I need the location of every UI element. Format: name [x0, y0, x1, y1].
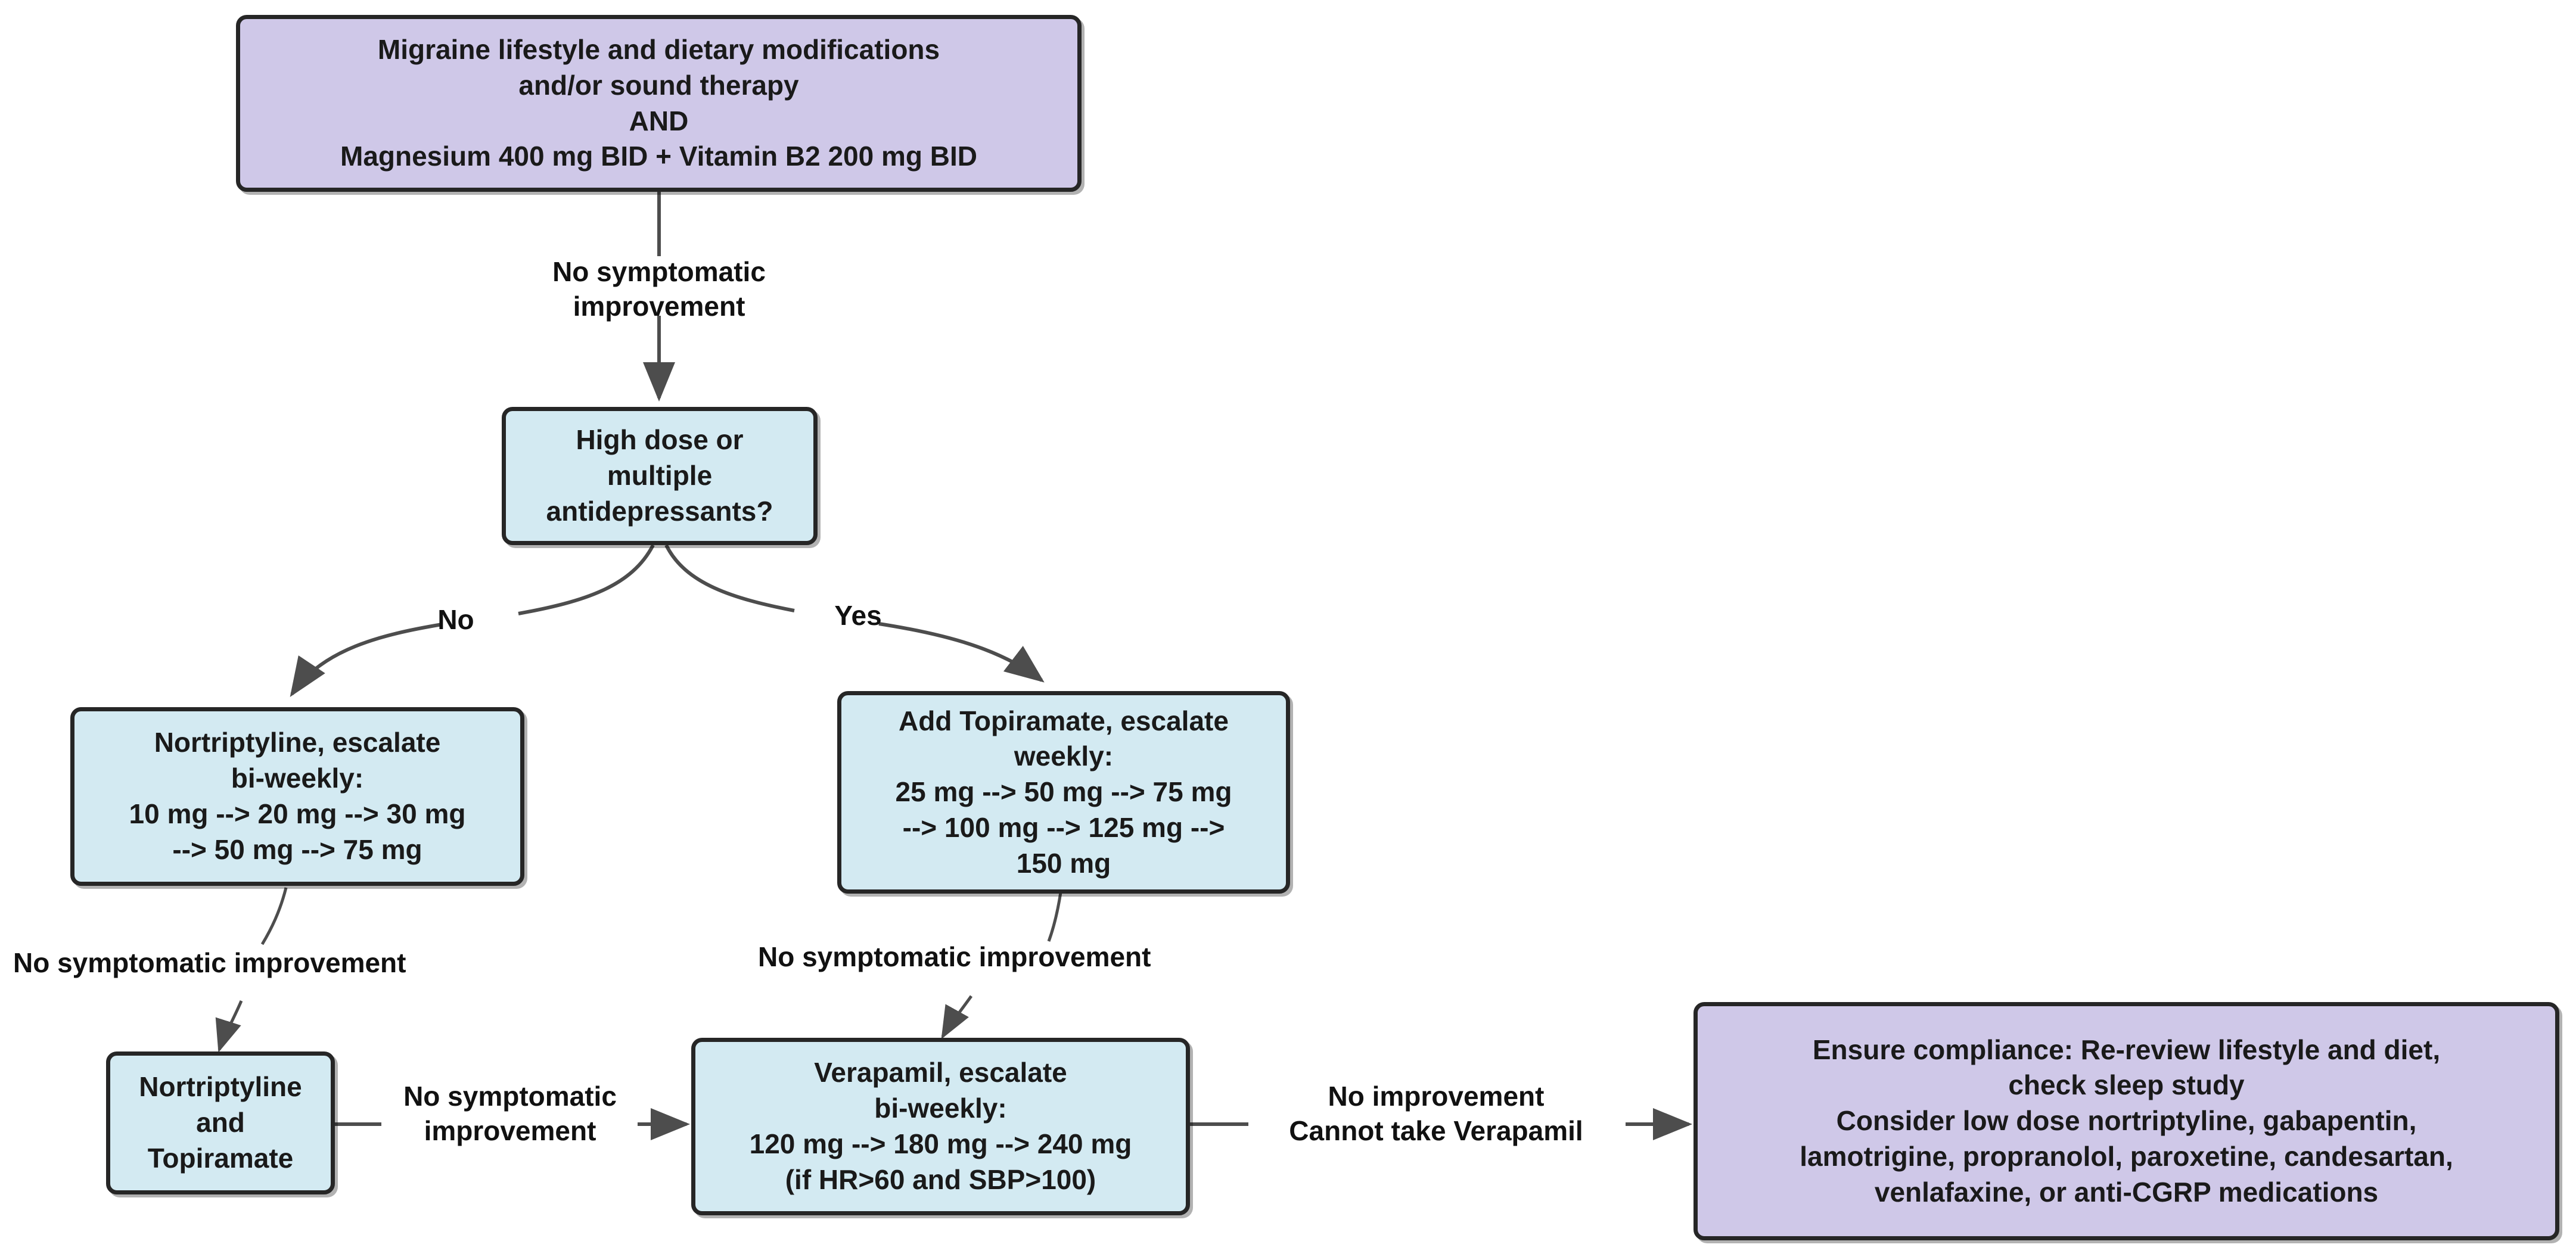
node-final-recommendations[interactable]: Ensure compliance: Re-review lifestyle a…: [1693, 1002, 2559, 1240]
node-verapamil-label: Verapamil, escalate bi-weekly: 120 mg --…: [749, 1057, 1132, 1195]
node-decision-label: High dose or multiple antidepressants?: [546, 424, 773, 527]
node-topiramate-label: Add Topiramate, escalate weekly: 25 mg -…: [895, 705, 1232, 879]
edge-decision-to-nortriptyline: [290, 544, 655, 697]
node-start[interactable]: Migraine lifestyle and dietary modificat…: [236, 15, 1082, 192]
node-nortriptyline[interactable]: Nortriptyline, escalate bi-weekly: 10 mg…: [70, 707, 524, 886]
node-final-label: Ensure compliance: Re-review lifestyle a…: [1800, 1034, 2453, 1208]
node-nortriptyline-and-topiramate[interactable]: Nortriptyline and Topiramate: [106, 1051, 335, 1194]
node-topiramate[interactable]: Add Topiramate, escalate weekly: 25 mg -…: [837, 691, 1290, 894]
node-start-label: Migraine lifestyle and dietary modificat…: [340, 33, 977, 172]
edge-decision-to-topiramate: [664, 544, 1045, 683]
node-combo-label: Nortriptyline and Topiramate: [139, 1071, 302, 1174]
node-decision-antidepressants[interactable]: High dose or multiple antidepressants?: [502, 407, 818, 545]
node-nortriptyline-label: Nortriptyline, escalate bi-weekly: 10 mg…: [129, 727, 466, 865]
edge-nortriptyline-to-combo: [215, 887, 288, 1053]
edge-topiramate-to-verapamil: [941, 892, 1062, 1040]
node-verapamil[interactable]: Verapamil, escalate bi-weekly: 120 mg --…: [691, 1038, 1190, 1215]
